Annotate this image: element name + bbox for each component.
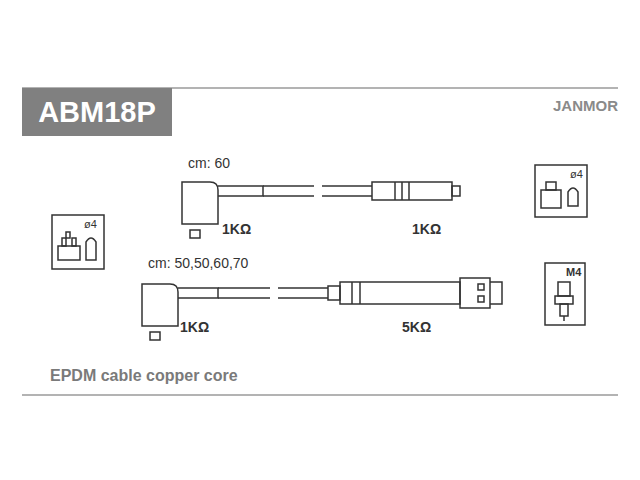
- resistance-label: 1KΩ: [412, 222, 441, 237]
- brand-name: JANMOR: [553, 98, 618, 115]
- length-label: cm: 50,50,60,70: [148, 256, 248, 271]
- resistance-label: 1KΩ: [180, 320, 209, 335]
- resistance-label: 1KΩ: [222, 222, 251, 237]
- diameter-label: ø4: [84, 218, 97, 230]
- diameter-label: ø4: [570, 168, 583, 180]
- length-label: cm: 60: [188, 156, 230, 171]
- resistance-label: 5KΩ: [402, 320, 431, 335]
- thread-label: M4: [566, 266, 581, 278]
- title-band: ABM18P: [22, 88, 172, 136]
- cable-note: EPDM cable copper core: [50, 367, 238, 385]
- part-number: ABM18P: [22, 88, 172, 136]
